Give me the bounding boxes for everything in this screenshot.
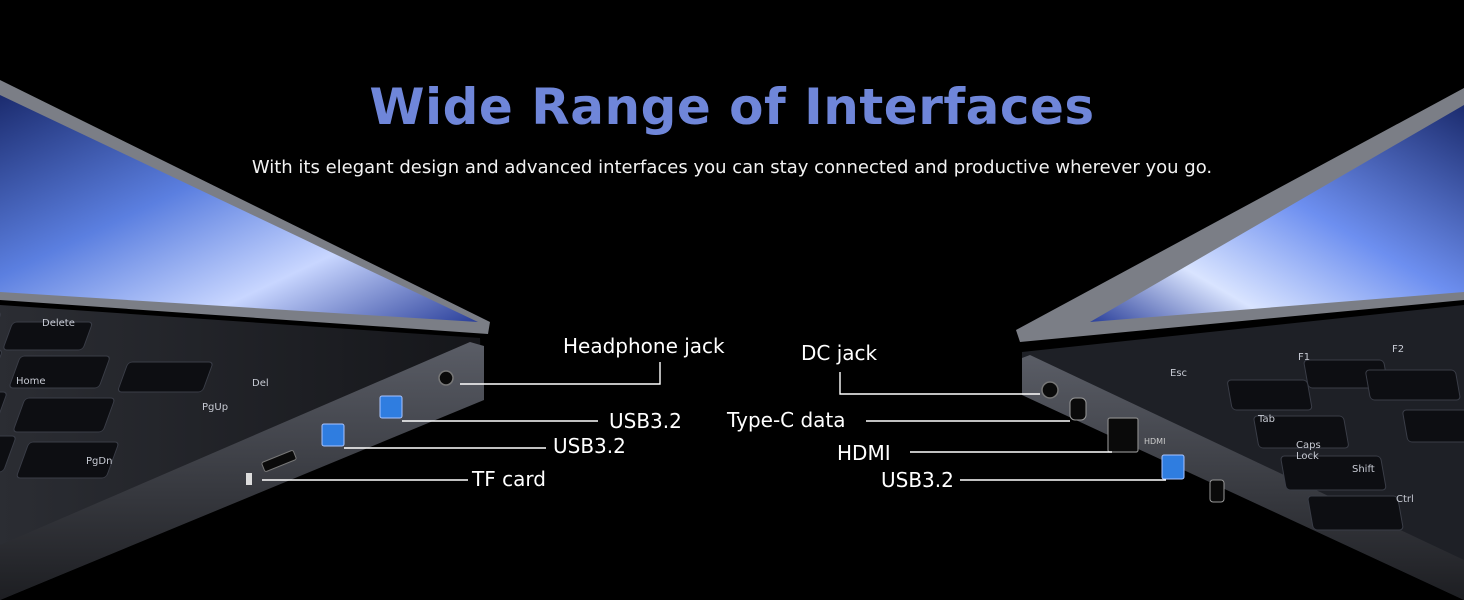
tf-card-label: TF card — [472, 467, 546, 491]
headphone-jack-label: Headphone jack — [563, 334, 725, 358]
usb-port-bottom — [321, 423, 345, 447]
leader-lines — [262, 362, 1166, 481]
usb-bottom-label: USB3.2 — [553, 434, 626, 458]
dc-jack-label: DC jack — [801, 341, 878, 365]
type-c-port — [1069, 397, 1087, 421]
usb-right-label: USB3.2 — [881, 468, 954, 492]
usb-top-label: USB3.2 — [609, 409, 682, 433]
right-laptop: HDMI — [1016, 88, 1464, 600]
dc-leader — [839, 372, 1040, 395]
hdmi-label: HDMI — [837, 441, 891, 465]
type-c-label: Type-C data — [727, 408, 846, 432]
left-laptop — [0, 80, 490, 600]
hdmi-port — [1107, 417, 1139, 453]
headphone-jack-port — [438, 370, 454, 386]
page-subtitle: With its elegant design and advanced int… — [251, 157, 1213, 178]
usb-port-top — [379, 395, 403, 419]
tf-card-slot — [261, 450, 297, 472]
hdmi-port-marking: HDMI — [1144, 437, 1165, 446]
page-title: Wide Range of Interfaces — [369, 78, 1095, 136]
usb-port-right — [1161, 454, 1185, 480]
headphone-leader — [460, 362, 661, 385]
dc-jack-port — [1041, 381, 1059, 399]
